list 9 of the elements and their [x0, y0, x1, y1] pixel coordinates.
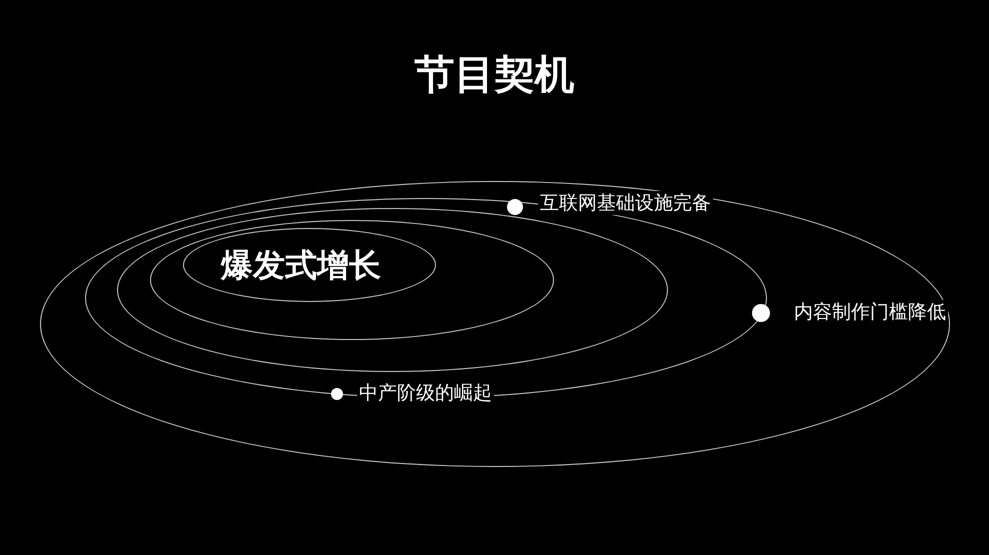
- orbit-ellipse: [183, 228, 436, 302]
- point-label: 互联网基础设施完备: [538, 191, 713, 215]
- title: 节目契机: [414, 51, 576, 100]
- point-label: 中产阶级的崛起: [357, 381, 494, 405]
- orbit-ellipse: [150, 220, 554, 340]
- dot-marker: [507, 199, 523, 215]
- dot-marker: [752, 304, 770, 322]
- center-label: 爆发式增长: [221, 245, 381, 286]
- dot-marker: [331, 388, 343, 400]
